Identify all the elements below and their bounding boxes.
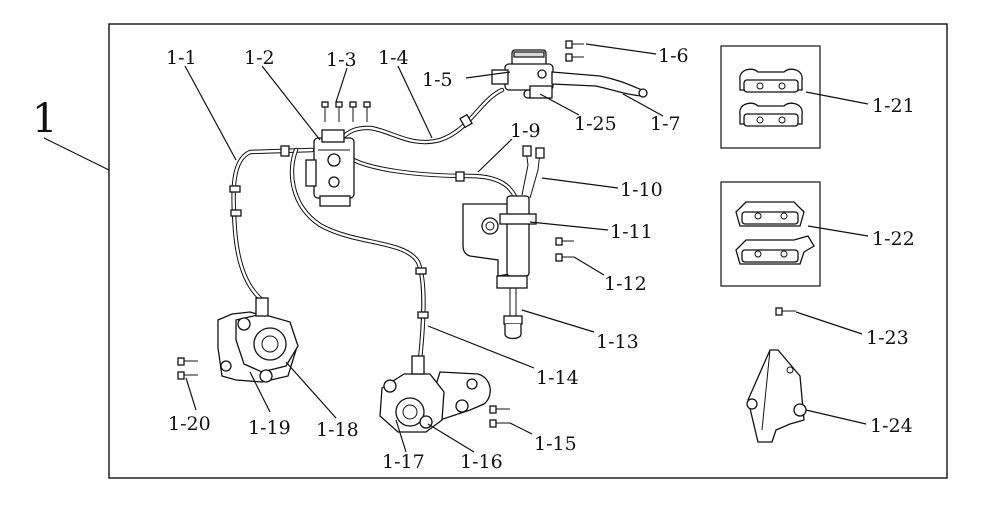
front-master-cylinder: [491, 49, 554, 99]
brake-lever: [551, 71, 648, 98]
callout-1-10: 1-10: [620, 179, 663, 201]
bolt-1-23: [775, 307, 796, 316]
assembly-leader: [43, 137, 110, 171]
caliper-bracket: [746, 349, 807, 443]
callout-1-4: 1-4: [378, 47, 409, 69]
callout-1-17: 1-17: [382, 451, 425, 473]
callout-1-15: 1-15: [534, 433, 577, 455]
callout-1-11: 1-11: [610, 221, 653, 243]
callout-1-5: 1-5: [422, 69, 453, 91]
callout-1-22: 1-22: [872, 228, 915, 250]
bolts-1-15: [489, 405, 510, 428]
assembly-number: 1: [32, 96, 57, 142]
bolts-1-12: [555, 237, 574, 262]
callout-1-25: 1-25: [574, 113, 617, 135]
callout-1-6: 1-6: [658, 45, 689, 67]
callout-1-13: 1-13: [596, 331, 639, 353]
callout-1-1: 1-1: [166, 47, 197, 69]
callout-1-14: 1-14: [536, 367, 579, 389]
brake-hoses: [229, 87, 523, 363]
left-brake-caliper: [217, 297, 299, 383]
callout-1-24: 1-24: [870, 415, 913, 437]
callout-1-21: 1-21: [872, 95, 915, 117]
leader-lines: [184, 43, 869, 453]
pad-box-1-22: [720, 181, 821, 287]
bolts-1-20: [177, 357, 198, 380]
bolt-set-1-3: [321, 101, 371, 122]
callout-1-18: 1-18: [316, 419, 359, 441]
callout-1-9: 1-9: [510, 120, 541, 142]
assembly-frame: [108, 23, 948, 479]
callout-1-20: 1-20: [168, 413, 211, 435]
brake-pads-1-22: [735, 201, 815, 265]
callout-labels: 1-1 1-2 1-3 1-4 1-5 1-6 1-7 1-9 1-10 1-1…: [166, 45, 915, 473]
callout-1-16: 1-16: [460, 451, 503, 473]
brake-junction-block: [305, 129, 355, 207]
rear-master-cylinder: [462, 145, 545, 340]
screws-1-6: [565, 40, 584, 62]
right-brake-caliper: [379, 355, 491, 433]
callout-1-23: 1-23: [866, 327, 909, 349]
callout-1-2: 1-2: [244, 47, 275, 69]
callout-1-7: 1-7: [650, 113, 681, 135]
pad-box-1-21: [720, 45, 821, 149]
callout-1-12: 1-12: [604, 273, 647, 295]
brake-pads-1-21: [739, 68, 803, 127]
callout-1-19: 1-19: [248, 417, 291, 439]
callout-1-3: 1-3: [326, 49, 357, 71]
